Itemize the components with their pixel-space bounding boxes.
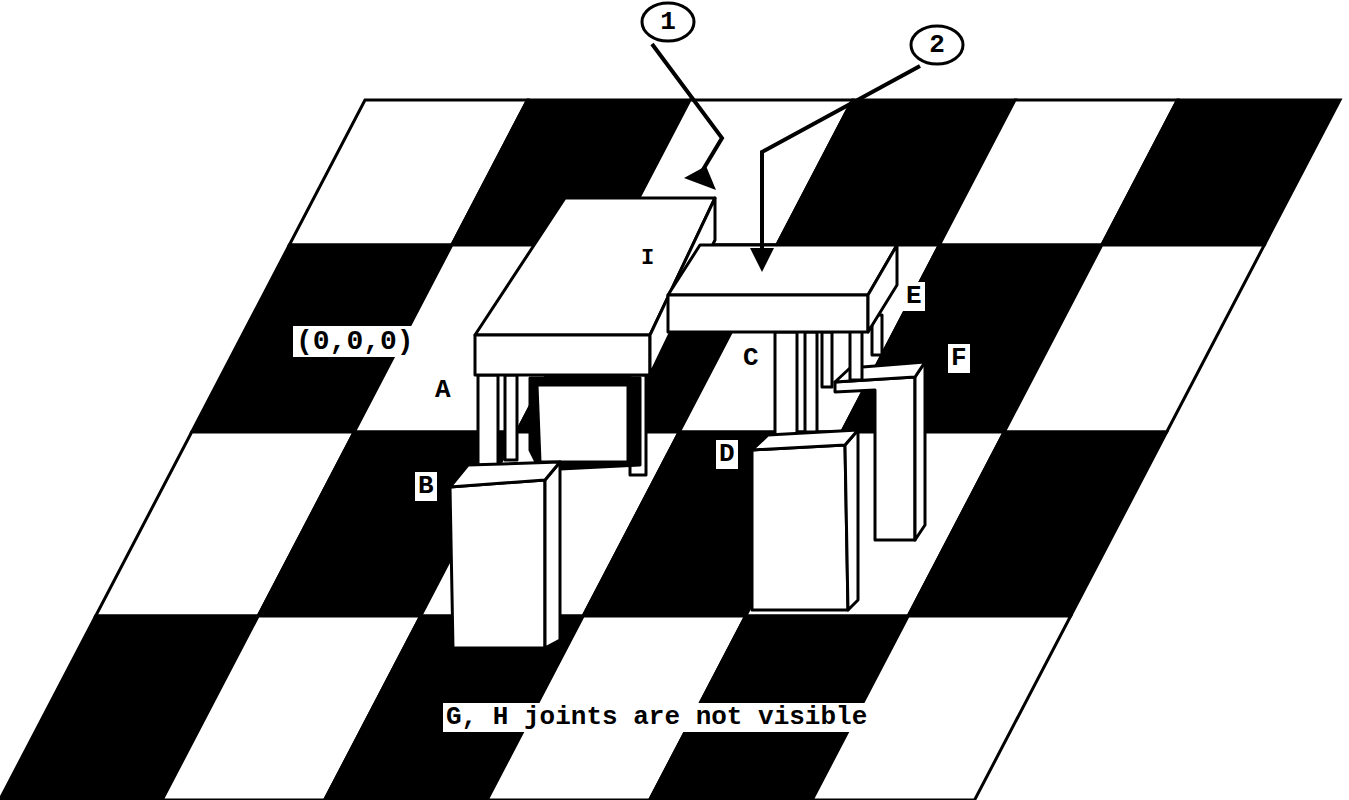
joint-label: I [638, 246, 657, 271]
joint-label: E [903, 282, 925, 311]
checkerboard-floor [0, 100, 1340, 800]
callout-number: 1 [660, 9, 676, 35]
joint-label: F [948, 344, 970, 373]
joint-label: B [415, 472, 437, 501]
callout-circle: 1 [640, 1, 696, 43]
leader-arrows [652, 44, 920, 258]
tables-and-blocks [450, 198, 925, 648]
floor-tile [908, 432, 1167, 616]
callout-number: 2 [929, 32, 945, 58]
callout-circle: 2 [909, 24, 965, 66]
floor-tile [1102, 100, 1340, 245]
joint-label: D [716, 440, 738, 469]
joint-label: C [740, 344, 762, 373]
origin-label: (0,0,0) [293, 326, 417, 357]
note: G, H joints are not visible [443, 703, 870, 732]
joint-label: A [432, 376, 454, 405]
floor-tile [1004, 245, 1264, 432]
arrowheads [684, 166, 774, 272]
